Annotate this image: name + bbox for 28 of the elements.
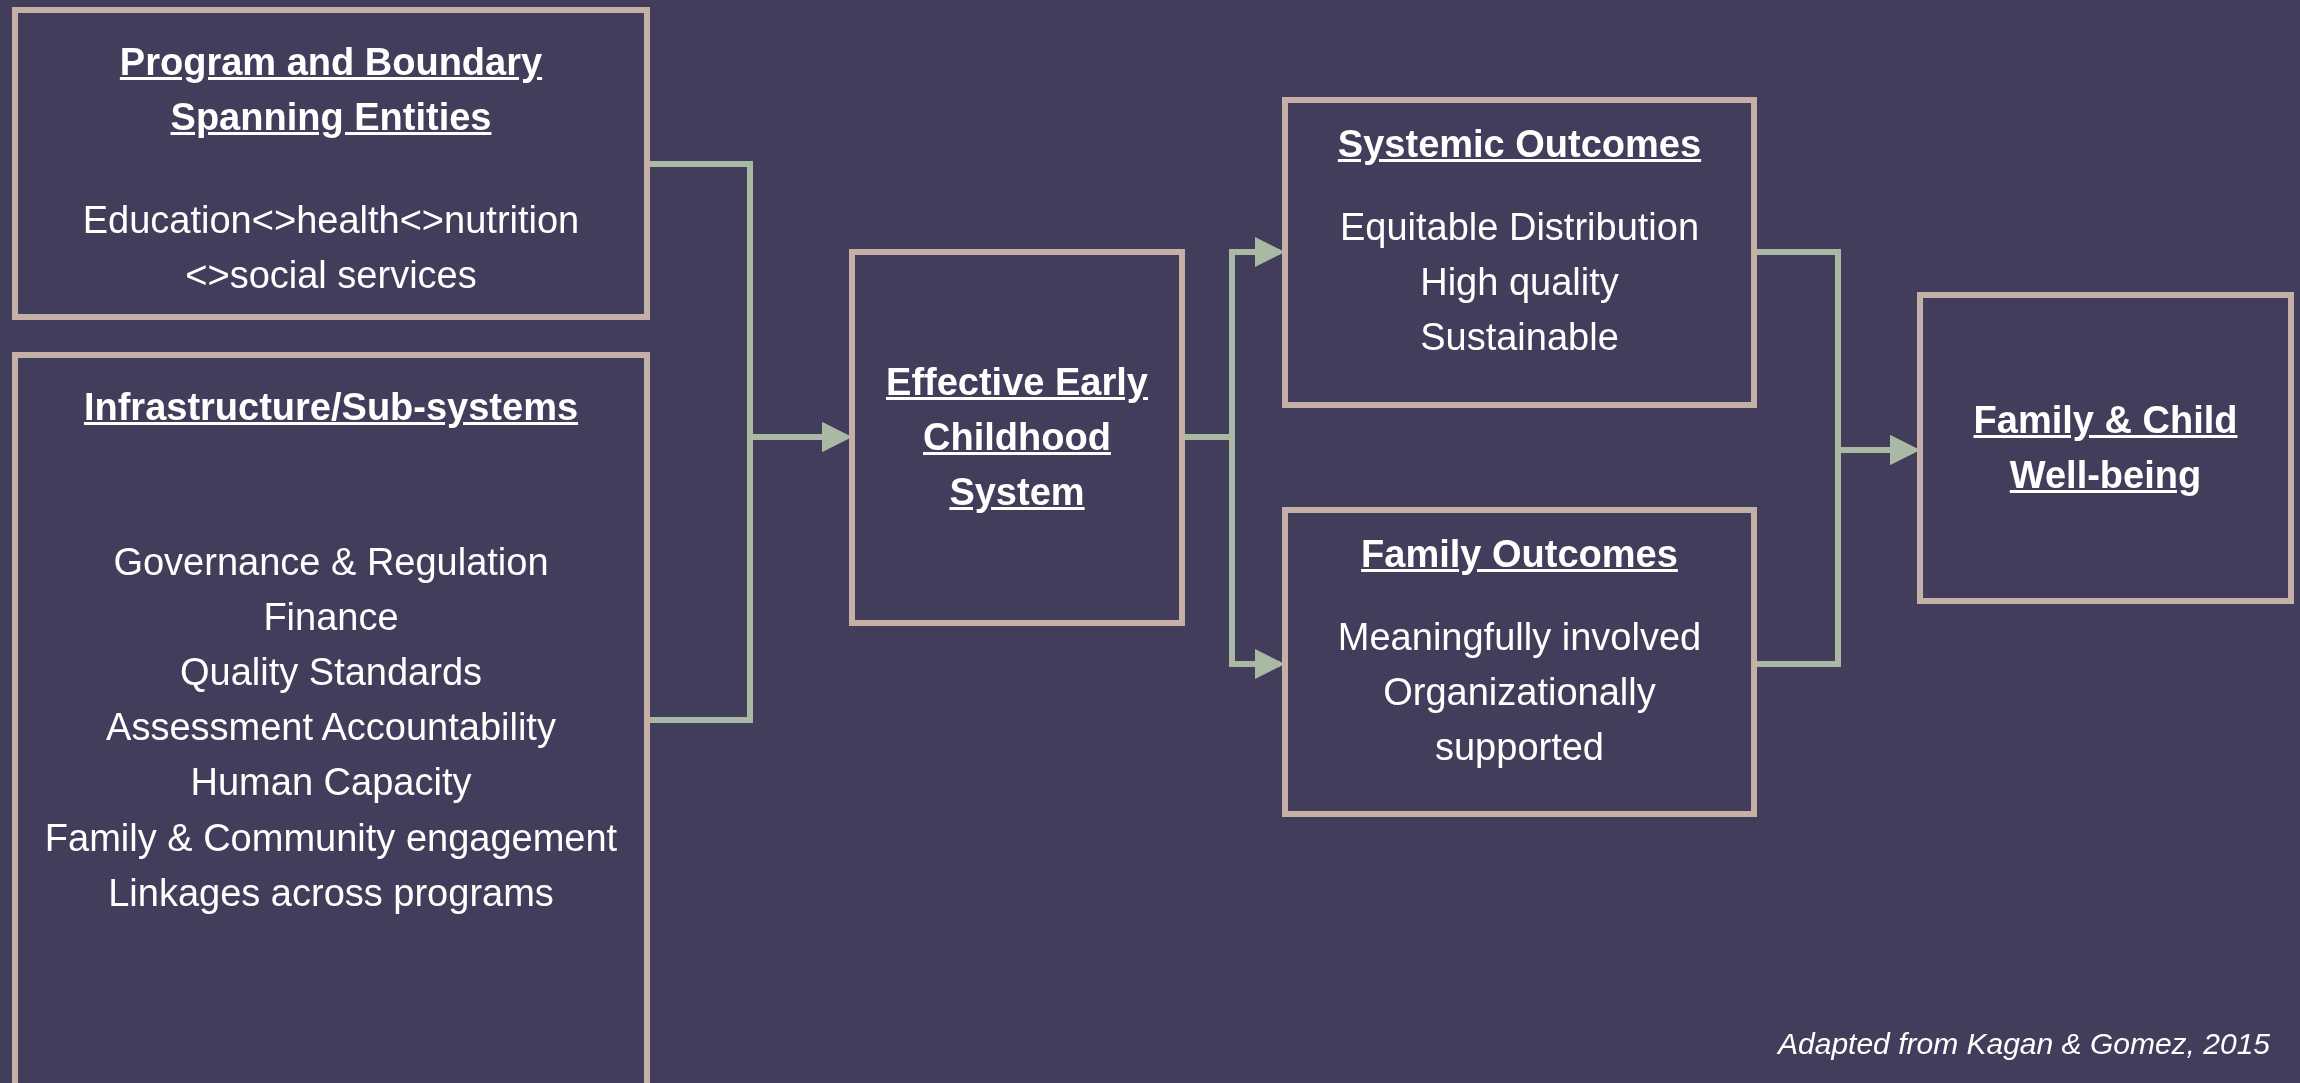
box-text: High quality <box>1419 260 1620 306</box>
text-box <box>1282 97 1757 408</box>
box-text: Quality Standards <box>178 650 484 696</box>
box-heading: Family Outcomes <box>1360 532 1679 577</box>
box-heading: Family & Child Well-being <box>1972 397 2239 498</box>
box-text: Organizationally supported <box>1382 670 1657 771</box>
source-caption: Adapted from Kagan & Gomez, 2015 <box>1778 1027 2270 1061</box>
text-box <box>849 249 1185 626</box>
text-box <box>1917 292 2294 604</box>
connector-arrow <box>650 422 852 723</box>
box-heading: Program and Boundary Spanning Entities <box>118 40 544 141</box>
text-box <box>1282 507 1757 817</box>
box-text: Family & Community engagement <box>43 815 619 861</box>
box-text: Finance <box>262 595 400 641</box>
box-text: Sustainable <box>1419 315 1620 361</box>
box-text: Human Capacity <box>189 760 473 806</box>
box-heading: Infrastructure/Sub-systems <box>82 385 580 430</box>
text-box <box>12 352 650 1083</box>
box-text: Linkages across programs <box>107 870 555 916</box>
box-heading: Systemic Outcomes <box>1336 122 1703 167</box>
box-heading: Effective Early Childhood System <box>885 359 1149 516</box>
connector-arrow <box>1757 435 1920 667</box>
box-text: Education<>health<>nutrition <>social services <box>81 198 581 299</box>
box-text: Governance & Regulation <box>112 540 550 586</box>
box-text: Assessment Accountability <box>105 705 557 751</box>
box-text: Equitable Distribution <box>1338 205 1701 251</box>
box-text: Meaningfully involved <box>1336 615 1703 661</box>
text-box <box>12 7 650 320</box>
